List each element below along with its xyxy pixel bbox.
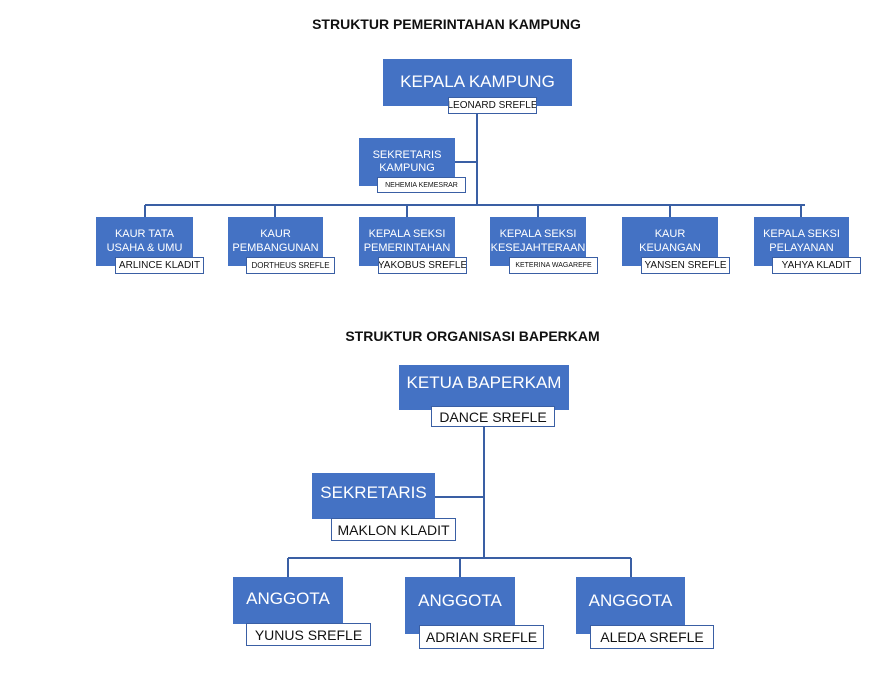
village-head-role: KEPALA KAMPUNG: [400, 72, 555, 92]
village-secretary-name: NEHEMIA KEMESRAR: [377, 177, 466, 193]
unit-name-4: KETERINA WAGAREFE: [509, 257, 598, 274]
baperkam-head-role: KETUA BAPERKAM: [406, 373, 562, 392]
member-name-1: YUNUS SREFLE: [246, 623, 371, 646]
member-box-3: ANGGOTA: [576, 577, 685, 634]
member-box-1: ANGGOTA: [233, 577, 343, 624]
member-name-2: ADRIAN SREFLE: [419, 625, 544, 649]
baperkam-secretary-name: MAKLON KLADIT: [331, 518, 456, 541]
member-role-3: ANGGOTA: [588, 591, 673, 610]
government-structure-title: STRUKTUR PEMERINTAHAN KAMPUNG: [312, 16, 581, 32]
baperkam-head-name: DANCE SREFLE: [431, 406, 555, 427]
baperkam-head-box: KETUA BAPERKAM: [399, 365, 569, 410]
baperkam-secretary-role: SEKRETARIS: [320, 483, 427, 502]
unit-role-5: KAUR KEUANGAN: [639, 228, 701, 254]
member-role-1: ANGGOTA: [246, 589, 330, 608]
member-box-2: ANGGOTA: [405, 577, 515, 634]
unit-name-5: YANSEN SREFLE: [641, 257, 730, 274]
village-secretary-role: SEKRETARIS KAMPUNG: [372, 148, 442, 174]
unit-name-6: YAHYA KLADIT: [772, 257, 861, 274]
unit-name-1: ARLINCE KLADIT: [115, 257, 204, 274]
unit-name-3: YAKOBUS SREFLE: [378, 257, 467, 274]
unit-role-1: KAUR TATA USAHA & UMU: [106, 228, 183, 254]
unit-name-2: DORTHEUS SREFLE: [246, 257, 335, 274]
baperkam-secretary-box: SEKRETARIS: [312, 473, 435, 519]
unit-role-6: KEPALA SEKSI PELAYANAN: [763, 228, 840, 254]
member-name-3: ALEDA SREFLE: [590, 625, 714, 649]
unit-role-3: KEPALA SEKSI PEMERINTAHAN: [363, 228, 451, 254]
unit-role-4: KEPALA SEKSI KESEJAHTERAAN: [490, 228, 586, 254]
village-head-name: LEONARD SREFLE: [448, 97, 537, 114]
unit-role-2: KAUR PEMBANGUNAN: [232, 228, 319, 254]
baperkam-structure-title: STRUKTUR ORGANISASI BAPERKAM: [345, 328, 600, 344]
member-role-2: ANGGOTA: [418, 591, 502, 610]
